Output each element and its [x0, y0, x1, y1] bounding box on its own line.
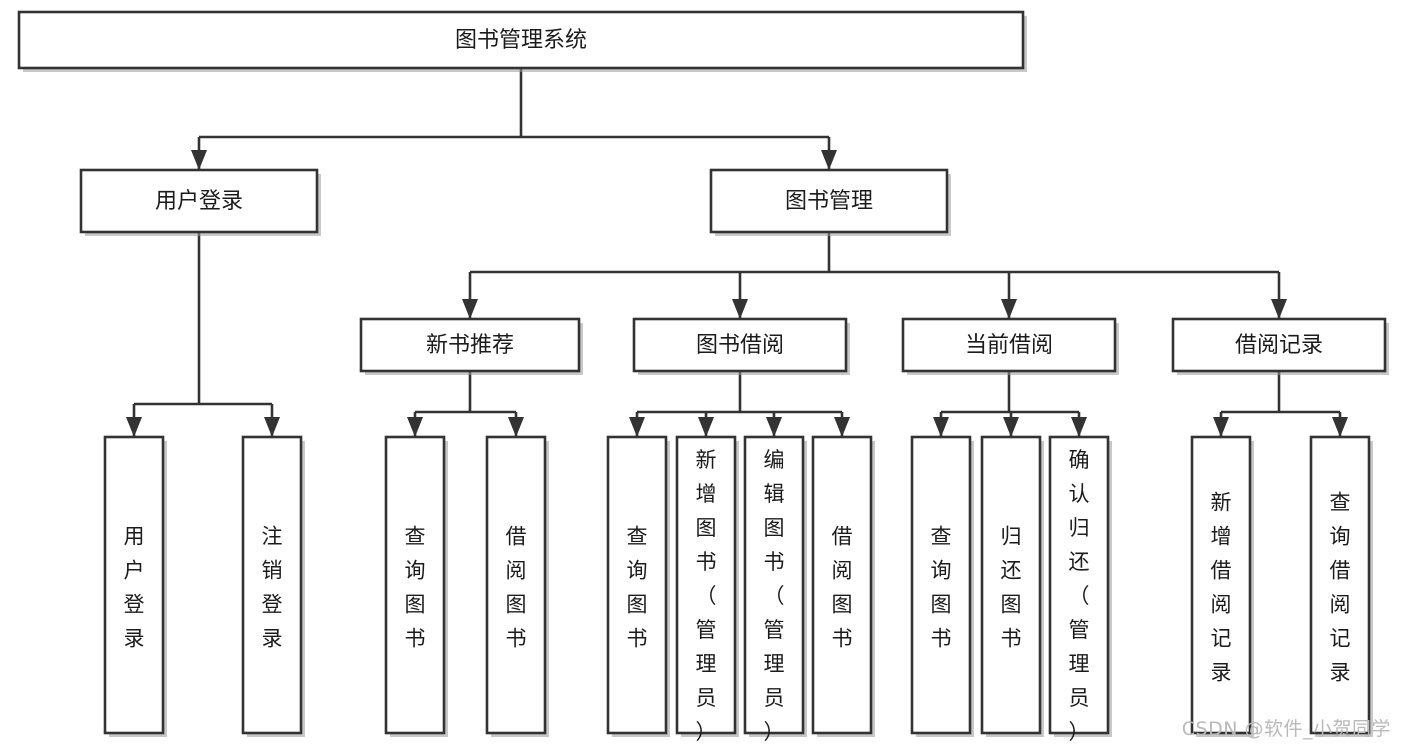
- arrow-head-icon: [629, 417, 645, 437]
- node-label: 新增借阅记录: [1211, 491, 1232, 685]
- arrow-head-icon: [264, 417, 280, 437]
- arrow-head-icon: [1213, 417, 1229, 437]
- node-leaf-query-book-2[interactable]: 查询图书: [606, 435, 670, 737]
- node-leaf-confirm-return[interactable]: 确认归还（管理员）: [1048, 435, 1112, 744]
- node-borrow-record[interactable]: 借阅记录: [1171, 317, 1389, 375]
- node-label: 新书推荐: [426, 333, 514, 358]
- node-new-book-recommend[interactable]: 新书推荐: [359, 317, 583, 375]
- node-label: 借阅记录: [1235, 333, 1323, 358]
- node-label: 用户登录: [155, 189, 243, 214]
- node-label: 用户登录: [124, 525, 145, 651]
- arrow-head-icon: [1003, 417, 1019, 437]
- node-label: 编辑图书（管理员）: [764, 448, 785, 744]
- node-label: 图书管理: [785, 189, 873, 214]
- arrow-head-icon: [1071, 417, 1087, 437]
- node-leaf-add-book[interactable]: 新增图书（管理员）: [675, 435, 739, 744]
- nodes-layer: 图书管理系统用户登录图书管理新书推荐图书借阅当前借阅借阅记录用户登录注销登录查询…: [17, 10, 1389, 744]
- node-leaf-query-book-3[interactable]: 查询图书: [910, 435, 974, 737]
- arrow-head-icon: [508, 417, 524, 437]
- node-label: 查询图书: [405, 525, 426, 651]
- arrow-head-icon: [834, 417, 850, 437]
- arrow-head-icon: [933, 417, 949, 437]
- node-leaf-user-login[interactable]: 用户登录: [103, 435, 167, 737]
- node-leaf-edit-book[interactable]: 编辑图书（管理员）: [743, 435, 807, 744]
- node-label: 查询图书: [931, 525, 952, 651]
- node-leaf-query-record[interactable]: 查询借阅记录: [1309, 435, 1373, 737]
- node-book-manage[interactable]: 图书管理: [709, 168, 951, 236]
- node-root-system[interactable]: 图书管理系统: [17, 10, 1027, 72]
- arrow-head-icon: [1332, 417, 1348, 437]
- arrow-head-icon: [191, 150, 207, 170]
- node-leaf-logout-login[interactable]: 注销登录: [241, 435, 305, 737]
- node-label: 图书借阅: [696, 333, 784, 358]
- node-label: 查询借阅记录: [1330, 491, 1351, 685]
- connectors-layer: [126, 68, 1348, 437]
- node-user-login[interactable]: 用户登录: [79, 168, 321, 236]
- arrow-head-icon: [698, 417, 714, 437]
- arrow-head-icon: [1271, 299, 1287, 319]
- node-label: 图书管理系统: [455, 28, 587, 53]
- node-current-borrow[interactable]: 当前借阅: [901, 317, 1119, 375]
- node-label: 注销登录: [262, 525, 283, 651]
- node-leaf-borrow-book-1[interactable]: 借阅图书: [485, 435, 549, 737]
- node-leaf-add-record[interactable]: 新增借阅记录: [1190, 435, 1254, 737]
- arrow-head-icon: [1001, 299, 1017, 319]
- node-label: 确认归还（管理员）: [1069, 448, 1090, 744]
- arrow-head-icon: [732, 299, 748, 319]
- node-leaf-query-book-1[interactable]: 查询图书: [384, 435, 448, 737]
- node-label: 借阅图书: [506, 525, 527, 651]
- arrow-head-icon: [462, 299, 478, 319]
- node-leaf-borrow-book-2[interactable]: 借阅图书: [811, 435, 875, 737]
- node-leaf-return-book[interactable]: 归还图书: [980, 435, 1044, 737]
- node-label: 新增图书（管理员）: [696, 448, 717, 744]
- node-label: 归还图书: [1001, 525, 1022, 651]
- node-label: 查询图书: [627, 525, 648, 651]
- node-book-borrow[interactable]: 图书借阅: [632, 317, 850, 375]
- arrow-head-icon: [766, 417, 782, 437]
- arrow-head-icon: [126, 417, 142, 437]
- node-label: 借阅图书: [832, 525, 853, 651]
- node-label: 当前借阅: [965, 333, 1053, 358]
- arrow-head-icon: [407, 417, 423, 437]
- csdn-watermark: CSDN @软件_小贺同学: [1181, 718, 1391, 740]
- arrow-head-icon: [821, 150, 837, 170]
